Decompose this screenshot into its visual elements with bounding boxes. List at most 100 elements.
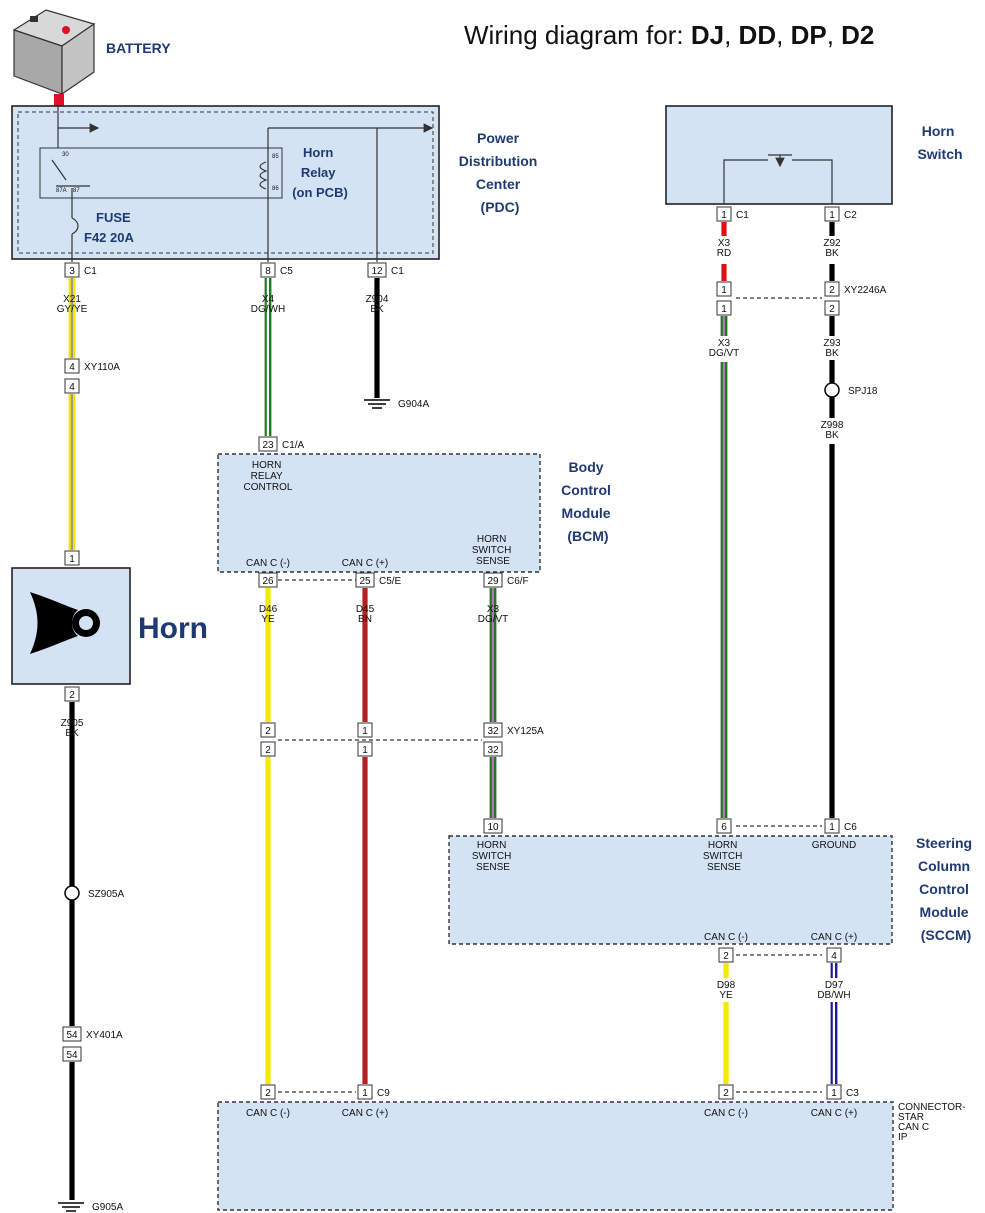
pin-bcm-29-connector-label: C6/F (507, 576, 529, 587)
pin-star-1b-connector-label: C3 (846, 1088, 859, 1099)
pin-bcm-29 (483, 572, 503, 588)
horn-component (11, 567, 131, 685)
fuse-label: FUSE F42 20A (84, 210, 134, 245)
sccm-can-plus-label: CAN C (+) (811, 932, 857, 943)
pin-hs-c2-number: 1 (829, 210, 835, 221)
sccm-module: HORN SWITCH SENSE HORN SWITCH SENSE GROU… (448, 835, 893, 945)
pin-xy2246a-1b-number: 1 (721, 304, 727, 315)
pin-hs-c2 (824, 206, 840, 222)
pin-xy125a-2b (260, 741, 276, 757)
svg-text:87A: 87A (56, 188, 67, 194)
pin-xy401a-bot-number: 54 (66, 1050, 78, 1061)
pin-xy125a-32a-connector-label: XY125A (507, 726, 544, 737)
pin-xy125a-32a-number: 32 (487, 726, 499, 737)
pin-star-1a (357, 1084, 373, 1100)
bcm-module: HORN RELAY CONTROL HORN SWITCH SENSE CAN… (217, 453, 541, 573)
bcm-can-minus-label: CAN C (-) (246, 558, 290, 569)
ground-g905a-icon (58, 1202, 84, 1212)
bcm-horn-switch-sense-label: HORN SWITCH SENSE (472, 534, 514, 567)
pin-pdc-c5-8-number: 8 (265, 266, 271, 277)
wire-x3-rd-color-label: RD (717, 248, 731, 259)
splice-spj18-icon (824, 382, 840, 398)
connector-links (278, 297, 822, 1093)
sccm-ground-label: GROUND (812, 840, 856, 851)
wire-d46-color-label: YE (261, 614, 275, 625)
pin-pdc-c1-3-connector-label: C1 (84, 266, 97, 277)
pin-horn-2-number: 2 (69, 690, 75, 701)
pin-sccm-6-number: 6 (721, 822, 727, 833)
pin-hs-c1-number: 1 (721, 210, 727, 221)
pin-star-2a-number: 2 (265, 1088, 271, 1099)
wire-d46-circuit-label: D46 (259, 604, 278, 615)
pin-sccm-1 (824, 818, 840, 834)
bcm-can-plus-label: CAN C (+) (342, 558, 388, 569)
wire-z92-circuit-label: Z92 (823, 238, 841, 249)
wire-z904-circuit-label: Z904 (366, 294, 389, 305)
wire-z998-color-label: BK (825, 430, 839, 441)
pin-pdc-c1-3 (64, 262, 80, 278)
horn-icon (30, 592, 78, 654)
battery-cable (54, 94, 64, 106)
sccm-horn-switch-sense-left: HORN SWITCH SENSE (472, 840, 514, 873)
wire-z905-circuit-label: Z905 (61, 718, 84, 729)
pin-bcm-25 (355, 572, 375, 588)
svg-text:86: 86 (272, 186, 279, 192)
pin-xy125a-32b-number: 32 (487, 745, 499, 756)
pin-bcm-25-number: 25 (359, 576, 371, 587)
pin-sccm-1-connector-label: C6 (844, 822, 857, 833)
splice-sz905a-icon (64, 885, 80, 901)
connector-star-module: CAN C (-) CAN C (+) CAN C (-) CAN C (+) (217, 1101, 894, 1211)
svg-text:85: 85 (272, 154, 279, 160)
page-title: Wiring diagram for: DJ, DD, DP, D2 (464, 20, 874, 50)
pin-xy2246a-2a-connector-label: XY2246A (844, 285, 887, 296)
wires-layer (68, 222, 838, 1200)
wire-x3-bcm-circuit-label: X3 (487, 604, 500, 615)
pin-xy2246a-1a (716, 281, 732, 297)
bcm-label: Body Control Module (BCM) (561, 459, 615, 544)
svg-text:30: 30 (62, 152, 69, 158)
pin-xy125a-32b (483, 741, 503, 757)
star-can-minus-left: CAN C (-) (246, 1108, 290, 1119)
pin-star-2a (260, 1084, 276, 1100)
pin-bcm-29-number: 29 (487, 576, 499, 587)
wire-x3-sw-color-label: DG/VT (709, 348, 740, 359)
pin-bcm-25-connector-label: C5/E (379, 576, 402, 587)
pin-xy110a-bot-number: 4 (69, 382, 75, 393)
pin-xy401a-top (62, 1026, 82, 1042)
pin-pdc-c5-8 (260, 262, 276, 278)
wire-d98-color-label: YE (719, 990, 733, 1001)
splice-sz905a-label: SZ905A (88, 889, 124, 900)
battery-icon (12, 9, 96, 96)
wire-z92-color-label: BK (825, 248, 839, 259)
wire-x21-circuit-label: X21 (63, 294, 81, 305)
pin-sccm-10 (483, 818, 503, 834)
pin-bcm-26 (258, 572, 278, 588)
pin-horn-1 (64, 550, 80, 566)
pin-hs-c2-connector-label: C2 (844, 210, 857, 221)
pin-xy2246a-2a (824, 281, 840, 297)
pdc-module: 30 87A 87 85 86 Horn Relay (on PCB) FUSE… (11, 105, 440, 262)
pin-bcm-26-number: 26 (262, 576, 274, 587)
battery-label: BATTERY (106, 40, 171, 56)
pin-pdc-c1-3-number: 3 (69, 266, 75, 277)
pin-xy401a-bot (62, 1046, 82, 1062)
pin-xy2246a-1b (716, 300, 732, 316)
pin-bcm-23-number: 23 (262, 440, 274, 451)
ground-g904a-icon (364, 399, 390, 409)
pin-xy125a-1b (357, 741, 373, 757)
ground-g904a-label: G904A (398, 399, 429, 410)
wire-labels-layer: X21GY/YEX4DG/WHZ904BKZ905BKD46YED45BNX3D… (57, 238, 851, 1001)
pin-sccm-2 (718, 947, 734, 963)
wire-z93-color-label: BK (825, 348, 839, 359)
pin-xy2246a-2b-number: 2 (829, 304, 835, 315)
pin-xy401a-top-number: 54 (66, 1030, 78, 1041)
pin-xy125a-32a (483, 722, 503, 738)
pin-star-2b (718, 1084, 734, 1100)
pin-hs-c1-connector-label: C1 (736, 210, 749, 221)
svg-text:87: 87 (73, 188, 80, 194)
pin-xy2246a-2b (824, 300, 840, 316)
pin-star-1a-connector-label: C9 (377, 1088, 390, 1099)
pin-xy110a-top-number: 4 (69, 362, 75, 373)
